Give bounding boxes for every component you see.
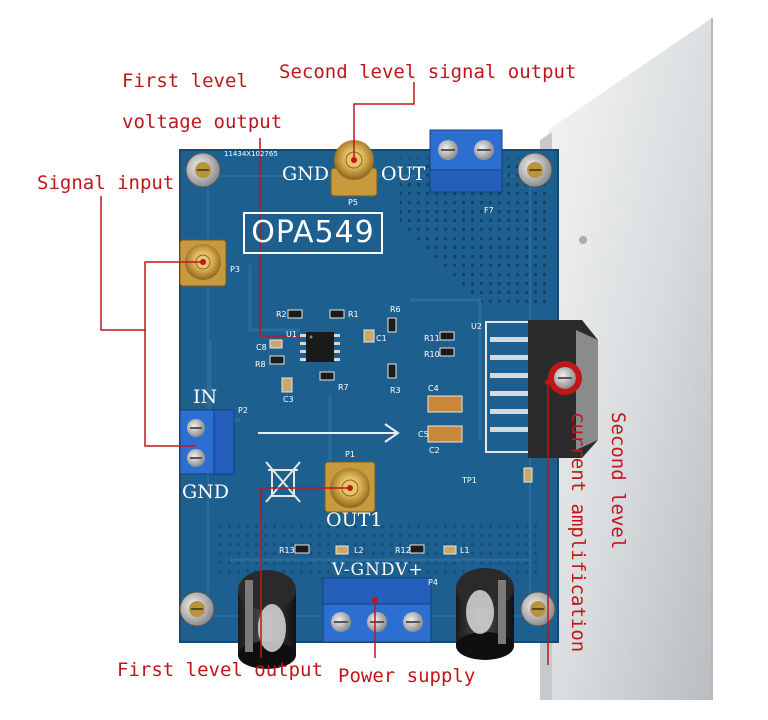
silk-p1: P1 (345, 450, 355, 459)
silk-r8: R8 (255, 360, 266, 369)
signal-flow-arrow (258, 423, 400, 443)
callout-second-level-signal: Second level signal output (279, 61, 577, 83)
label-in: IN (193, 386, 218, 408)
silk-p5: P5 (348, 198, 358, 207)
silk-u1: U1 (286, 330, 297, 339)
mount-screw-bottom-right (520, 591, 556, 627)
silk-tp1: TP1 (462, 476, 477, 485)
silk-c5: C5 (418, 430, 429, 439)
opamp-u1 (300, 332, 340, 362)
label-gnd-top: GND (282, 163, 330, 185)
mount-screw-bottom-left (179, 591, 215, 627)
silk-r1: R1 (348, 310, 359, 319)
callout-second-level-current-line1: Second level (607, 412, 629, 550)
terminal-block-output (429, 129, 503, 193)
silk-f7: F7 (484, 206, 494, 215)
silk-p4: P4 (428, 578, 438, 587)
callout-second-level-current-line2: current amplification (567, 412, 589, 653)
silk-p2: P2 (238, 406, 248, 415)
smd-resistors (269, 309, 455, 554)
electrolytic-capacitor-right (456, 568, 514, 660)
callout-leader-lines (100, 82, 549, 665)
silk-p3: P3 (230, 265, 240, 274)
silk-r11: R11 (424, 334, 440, 343)
callout-signal-input: Signal input (37, 172, 175, 194)
board-serial: 11434X102765 (224, 150, 278, 158)
terminal-block-power (322, 577, 432, 643)
silk-r6: R6 (390, 305, 401, 314)
silk-l2: L2 (354, 546, 364, 555)
silk-r2: R2 (276, 310, 287, 319)
callout-first-level-output: First level output (117, 659, 323, 681)
chip-name-label: OPA549 (243, 212, 383, 254)
silk-r10: R10 (424, 350, 440, 359)
silk-c8: C8 (256, 343, 267, 352)
silk-r3: R3 (390, 386, 401, 395)
silk-u2: U2 (471, 322, 482, 331)
silk-c4: C4 (428, 384, 439, 393)
silk-c1: C1 (376, 334, 387, 343)
recycle-bin-icon (265, 461, 301, 503)
smd-capacitors (269, 329, 533, 555)
silk-l1: L1 (460, 546, 470, 555)
callout-first-level-voltage-line2: voltage output (122, 111, 283, 133)
callout-markers (200, 157, 551, 603)
silk-r12: R12 (395, 546, 411, 555)
callout-first-level-voltage-line1: First level (122, 70, 248, 92)
callout-power-supply: Power supply (338, 665, 476, 687)
mount-screw-top-right (517, 152, 553, 188)
power-amp-u2 (485, 320, 598, 458)
silk-r13: R13 (279, 546, 295, 555)
label-gnd-left: GND (182, 481, 230, 503)
label-out-top: OUT (381, 163, 426, 185)
electrolytic-capacitor-left (238, 570, 296, 669)
silk-c3: C3 (283, 395, 294, 404)
terminal-block-input (179, 409, 235, 475)
label-out1: OUT1 (326, 509, 383, 531)
silk-c2: C2 (429, 446, 440, 455)
label-power-pins: V-GNDV+ (332, 560, 424, 580)
mount-screw-top-left (185, 152, 221, 188)
silk-r7: R7 (338, 383, 349, 392)
